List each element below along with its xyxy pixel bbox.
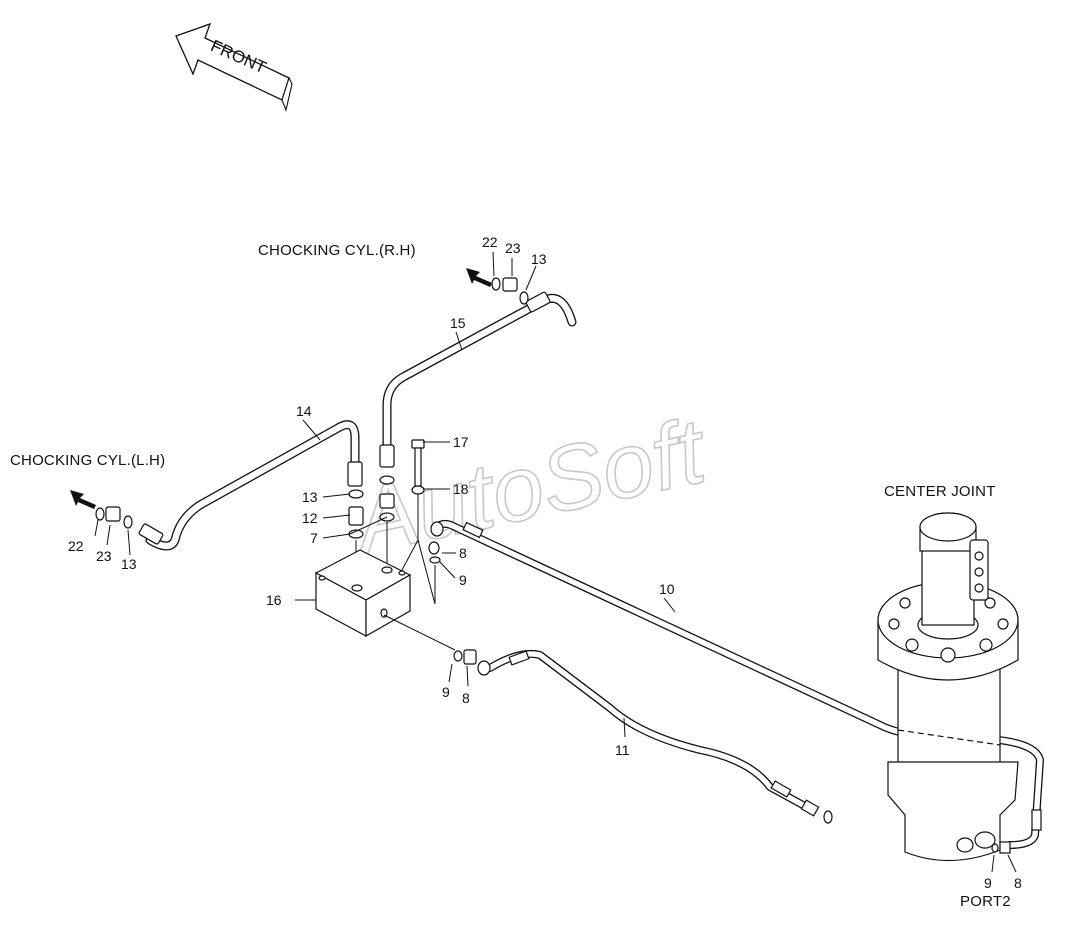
hose-11 — [453, 649, 833, 824]
part-14: 14 — [296, 403, 312, 419]
part-8-upper: 8 — [459, 545, 467, 561]
part-16: 16 — [266, 592, 282, 608]
part-22-lh: 22 — [68, 538, 84, 554]
part-23-lh: 23 — [96, 548, 112, 564]
part-11: 11 — [615, 742, 630, 758]
block-fittings — [348, 475, 395, 585]
bolt-17 — [401, 439, 425, 571]
arrow-lh-icon — [70, 490, 96, 509]
part-13-rh: 13 — [531, 251, 547, 267]
arrow-rh-icon — [466, 268, 492, 287]
part-7: 7 — [310, 530, 318, 546]
part-13-lh: 13 — [121, 556, 137, 572]
caption-port2: PORT2 — [960, 893, 1011, 910]
part-9-port: 9 — [984, 875, 992, 891]
center-joint — [877, 512, 1019, 862]
watermark: AutoSoft — [342, 399, 717, 574]
part-8-lower: 8 — [462, 690, 470, 706]
caption-center-joint: CENTER JOINT — [884, 483, 996, 500]
part-22-rh: 22 — [482, 234, 498, 250]
part-12: 12 — [302, 510, 318, 526]
part-17: 17 — [453, 434, 469, 450]
caption-chocking-cyl-lh: CHOCKING CYL.(L.H) — [10, 452, 165, 469]
lh-fittings — [70, 490, 133, 529]
part-23-rh: 23 — [505, 240, 521, 256]
part-15: 15 — [450, 315, 466, 331]
rh-fittings — [466, 268, 529, 305]
part-8-port: 8 — [1014, 875, 1022, 891]
caption-chocking-cyl-rh: CHOCKING CYL.(R.H) — [258, 242, 416, 259]
part-13-block: 13 — [302, 489, 318, 505]
part-9-upper: 9 — [459, 572, 467, 588]
front-arrow-icon: FRONT — [175, 22, 293, 112]
part-9-lower: 9 — [442, 684, 450, 700]
block-16 — [314, 549, 456, 651]
pipe-15 — [379, 291, 577, 468]
part-10: 10 — [659, 581, 675, 597]
part-numbers: 22 23 13 15 14 17 18 13 12 7 8 9 22 23 1… — [68, 234, 1022, 891]
pipe-14 — [138, 420, 363, 551]
leader-lines — [94, 251, 1017, 873]
part-18: 18 — [453, 481, 469, 497]
